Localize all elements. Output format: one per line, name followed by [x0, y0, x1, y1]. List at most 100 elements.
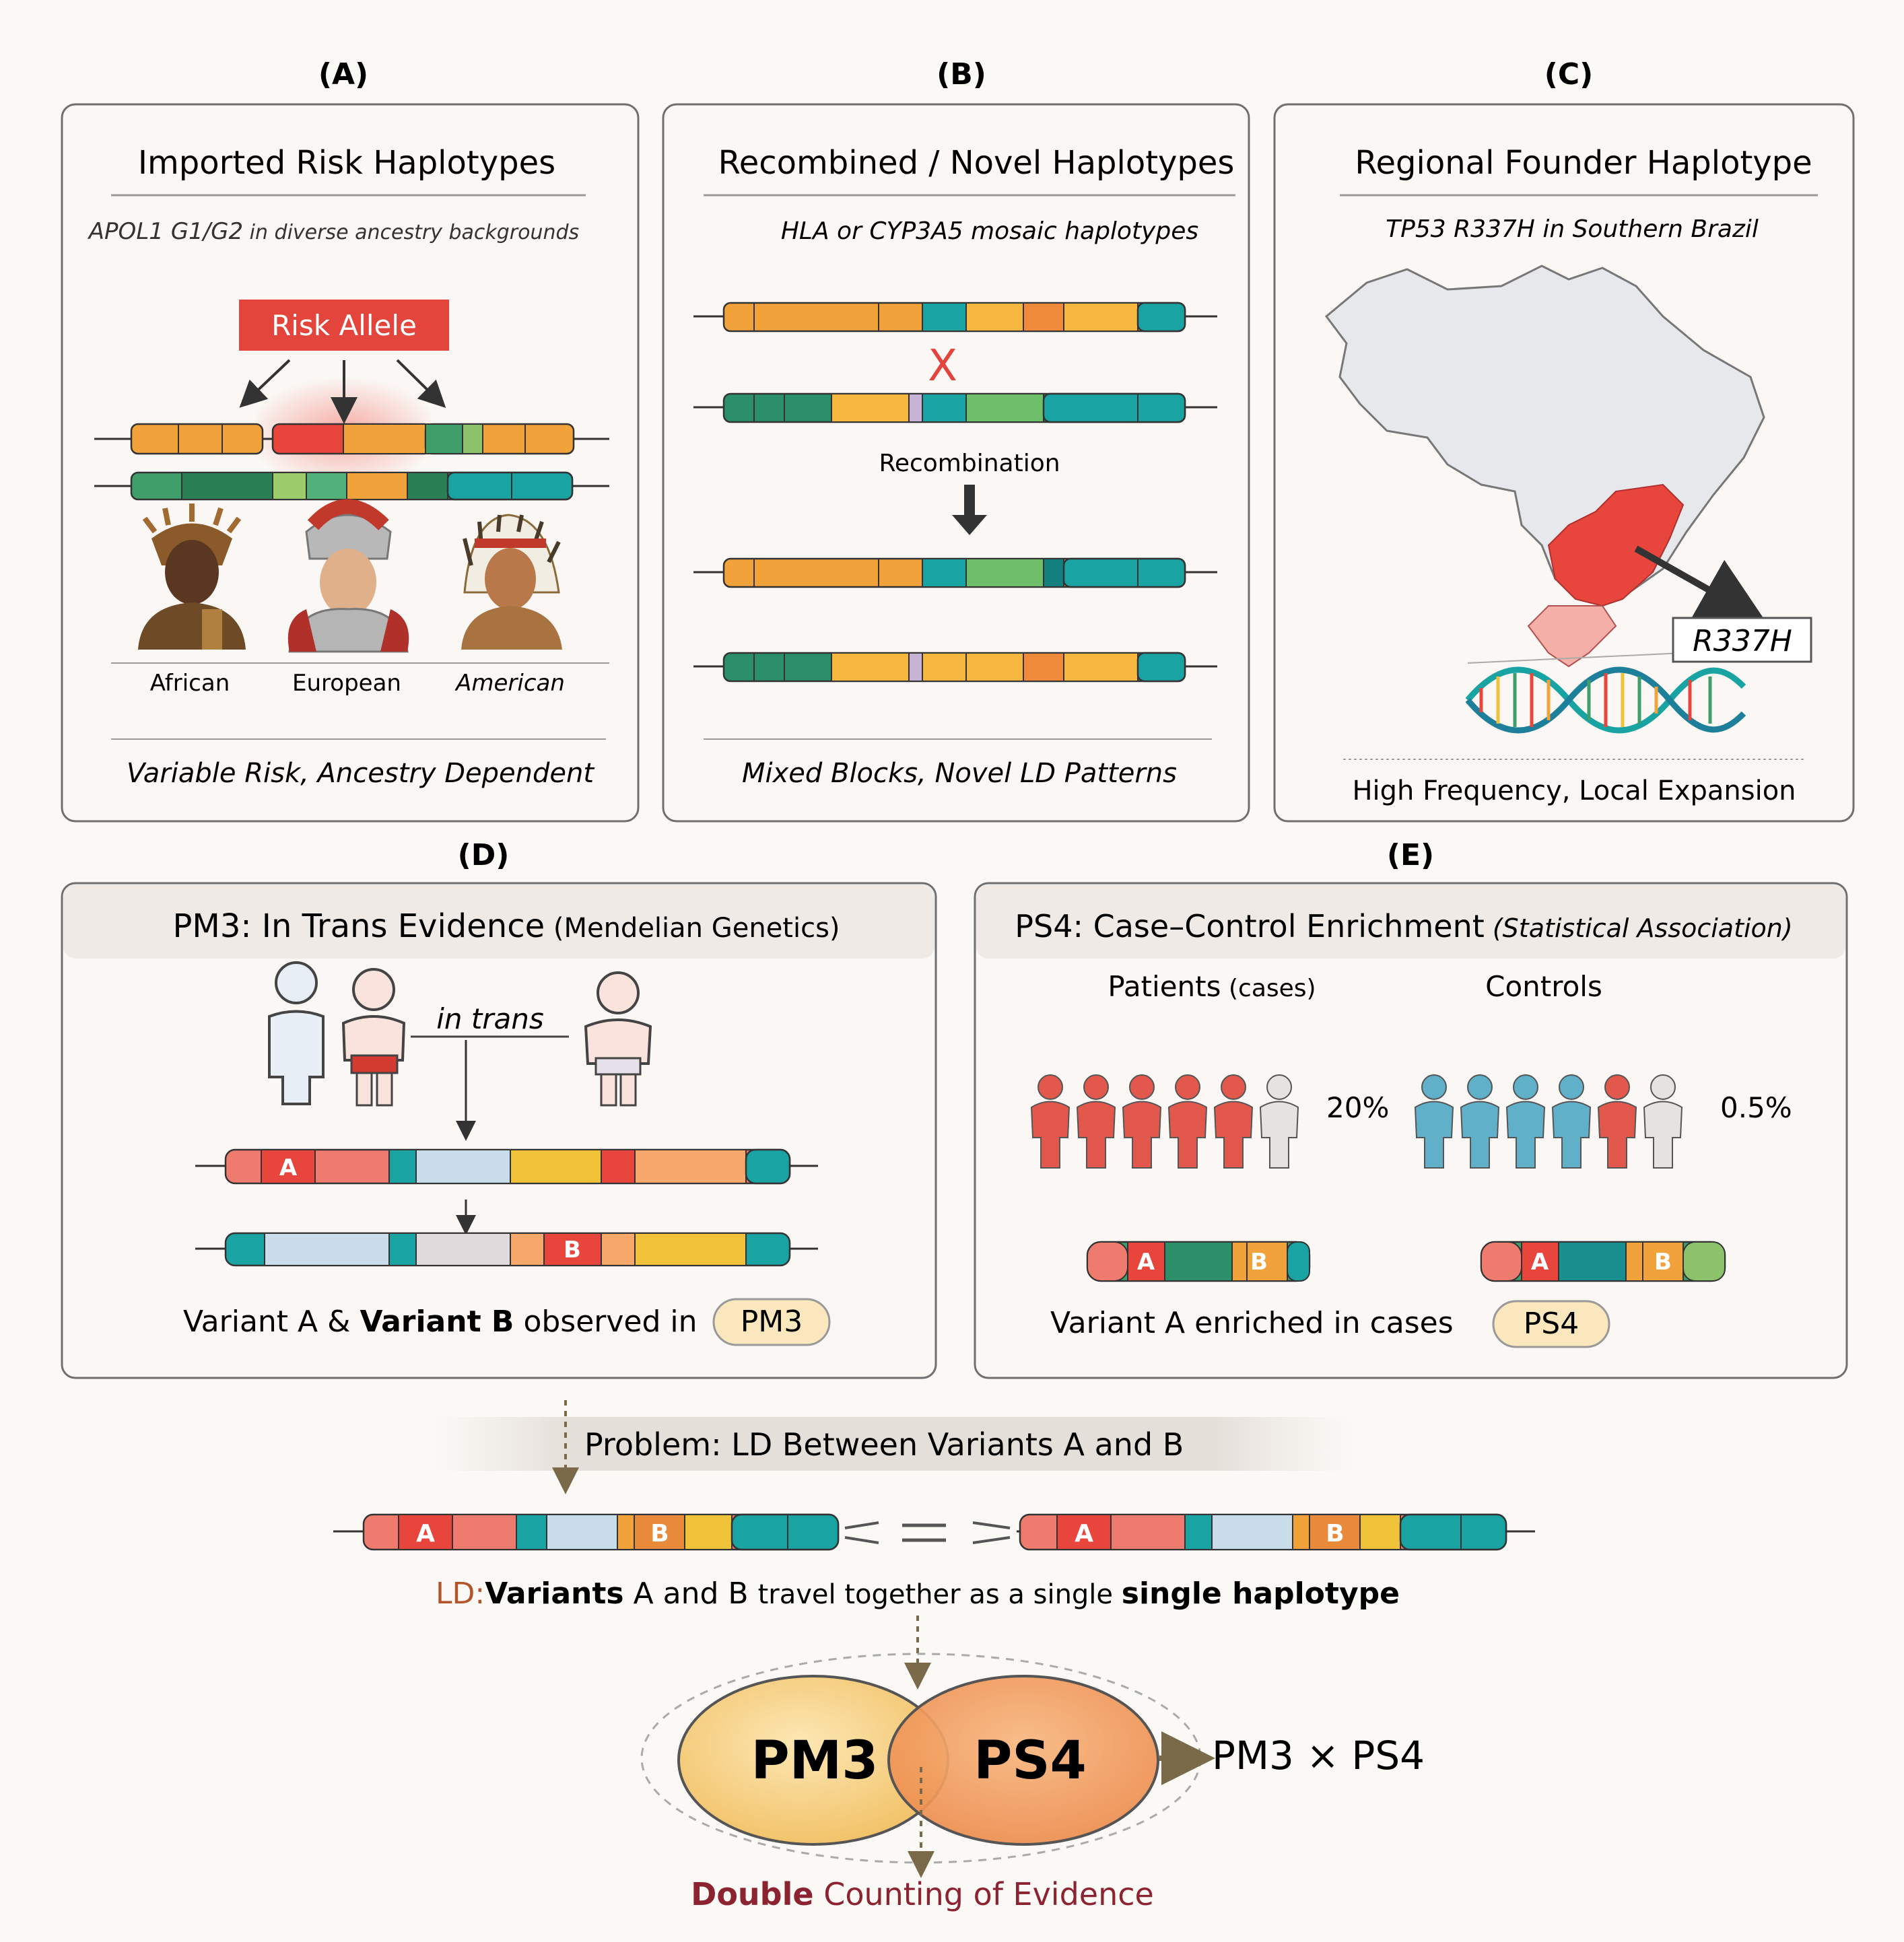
ld-statement-1: LD:: [436, 1576, 485, 1611]
double-counting-label: Double Counting of Evidence: [691, 1876, 1154, 1912]
panel-e-controls-variant-b: B: [1654, 1249, 1672, 1276]
panel-d-footer-1: Variant A &: [183, 1305, 360, 1339]
panel-e-title-main: PS4: Case–Control Enrichment: [1015, 908, 1484, 944]
patient-person-icon: [1259, 1074, 1299, 1169]
ld-statement-3: A and B: [624, 1576, 758, 1611]
ld-right-variant-b: B: [1326, 1520, 1344, 1548]
control-person-icon: [1505, 1074, 1546, 1169]
r337h-tag-box: [1672, 617, 1812, 663]
south-region-light: [1527, 605, 1617, 668]
in-trans-label: in trans: [436, 1002, 544, 1035]
panel-e-controls-variant-a: A: [1531, 1249, 1549, 1276]
panel-c-label: (C): [1544, 57, 1594, 92]
ps4-badge: [1492, 1300, 1610, 1348]
panel-a-subtitle-gene: APOL1 G1/G2: [88, 218, 243, 245]
ld-haplotype-left: A B: [333, 1513, 840, 1551]
risk-arrow-right: [396, 359, 446, 409]
patients-heading-paren: (cases): [1221, 975, 1316, 1002]
risk-arrow-left: [239, 359, 291, 408]
panel-e-haplotype-cases: A B: [1086, 1241, 1311, 1282]
patients-heading: Patients (cases): [1108, 970, 1316, 1003]
ld-left-variant-b: B: [650, 1520, 669, 1548]
venn-ps4-circle: [887, 1675, 1159, 1846]
patient-person-icon: [1213, 1074, 1254, 1169]
double-counting-1: Double: [691, 1876, 813, 1912]
panel-c-footer: High Frequency, Local Expansion: [1352, 775, 1796, 806]
problem-heading-1: Problem: LD Between: [584, 1426, 928, 1463]
panel-e-footer: Variant A enriched in cases: [1050, 1306, 1454, 1340]
ld-statement-4: travel together as a single: [758, 1579, 1122, 1610]
control-person-icon: [1414, 1074, 1454, 1169]
pm3-badge: [712, 1298, 831, 1346]
ps4-badge-label: PS4: [1524, 1307, 1579, 1341]
panel-d-footer: Variant A & Variant B observed in: [183, 1305, 698, 1339]
recombination-label: Recombination: [879, 450, 1060, 477]
haplotype-recombinant-2: [693, 652, 1217, 683]
patient-icons: [1030, 1074, 1299, 1169]
ld-haplotype-right: A B: [1017, 1513, 1535, 1551]
venn-pm3-label: PM3: [751, 1731, 878, 1791]
panel-c-title: Regional Founder Haplotype: [1355, 144, 1812, 182]
controls-heading: Controls: [1485, 970, 1602, 1003]
patient-person-icon: [1167, 1074, 1208, 1169]
risk-allele-box: [239, 300, 449, 351]
panel-a: (A) Imported Risk Haplotypes APOL1 G1/G2…: [61, 57, 640, 823]
panel-c: (C) Regional Founder Haplotype TP53 R337…: [1273, 57, 1855, 823]
crossover-mark: X: [928, 341, 957, 391]
ancestry-african: African: [150, 670, 230, 697]
ld-problem-section: Problem: LD Between Variants A and B A B: [333, 1400, 1535, 1690]
control-person-icon: [1643, 1074, 1683, 1169]
problem-band: [431, 1417, 1353, 1471]
venn-ps4-label: PS4: [974, 1731, 1087, 1791]
control-person-icon: [1597, 1074, 1637, 1169]
haplotype-parent-1: [693, 302, 1217, 333]
haplotype-parent-2: [693, 392, 1217, 423]
panel-d-variant-a: A: [279, 1154, 298, 1181]
african-figure: [138, 504, 246, 650]
panel-e: (E) PS4: Case–Control Enrichment (Statis…: [974, 838, 1848, 1379]
ancestry-european: European: [292, 670, 401, 697]
ld-left-variant-a: A: [416, 1520, 435, 1548]
panel-d-footer-3: observed in: [514, 1305, 697, 1339]
panel-a-chromosome-bottom: [94, 471, 609, 501]
controls-percent: 0.5%: [1720, 1091, 1792, 1124]
panel-b-label: (B): [937, 57, 986, 92]
panel-a-chromosome-top: [94, 423, 609, 455]
panel-b-subtitle: HLA or CYP3A5 mosaic haplotypes: [781, 217, 1198, 245]
panel-a-footer: Variable Risk, Ancestry Dependent: [127, 758, 594, 789]
panel-d-chromosome-1: A: [195, 1148, 818, 1185]
panel-a-title: Imported Risk Haplotypes: [138, 144, 555, 182]
recombination-arrow: [952, 485, 987, 535]
panel-e-title-band: [976, 885, 1845, 959]
ld-statement-5: single haplotype: [1122, 1576, 1400, 1611]
panel-c-dna-rule: [1467, 652, 1684, 664]
ancestry-american: American: [454, 670, 565, 697]
mother-icon: [341, 968, 406, 1107]
panel-d-footer-2: Variant B: [360, 1305, 514, 1339]
panel-b-title: Recombined / Novel Haplotypes: [718, 144, 1235, 182]
patient-person-icon: [1122, 1074, 1162, 1169]
panel-e-haplotype-controls: A B: [1480, 1241, 1726, 1282]
american-figure: [461, 514, 562, 650]
double-counting-2: Counting of Evidence: [814, 1876, 1154, 1912]
panel-e-title: PS4: Case–Control Enrichment (Statistica…: [1015, 908, 1792, 944]
patient-person-icon: [1076, 1074, 1116, 1169]
r337h-tag: R337H: [1693, 624, 1792, 658]
control-icons: [1414, 1074, 1683, 1169]
child-icon: [584, 971, 652, 1107]
panel-d-title-paren: (Mendelian Genetics): [545, 913, 840, 944]
patient-person-icon: [1030, 1074, 1070, 1169]
ld-statement-2: Variants: [485, 1576, 623, 1611]
panel-e-title-paren: (Statistical Association): [1485, 913, 1793, 943]
panel-e-label: (E): [1387, 838, 1434, 872]
ld-right-variant-a: A: [1075, 1520, 1093, 1548]
panel-d-chromosome-2: B: [195, 1232, 818, 1267]
panel-d-variant-b: B: [564, 1237, 581, 1263]
panel-d: (D) PM3: In Trans Evidence (Mendelian Ge…: [61, 838, 937, 1379]
r337h-arrow: [1634, 545, 1767, 623]
panel-d-title-band: [63, 885, 934, 959]
venn-product-label: PM3 × PS4: [1212, 1733, 1425, 1778]
venn-diagram: PM3 PS4 PM3 × PS4 Double Counting of Evi…: [640, 1653, 1425, 1912]
patients-percent: 20%: [1326, 1091, 1389, 1124]
